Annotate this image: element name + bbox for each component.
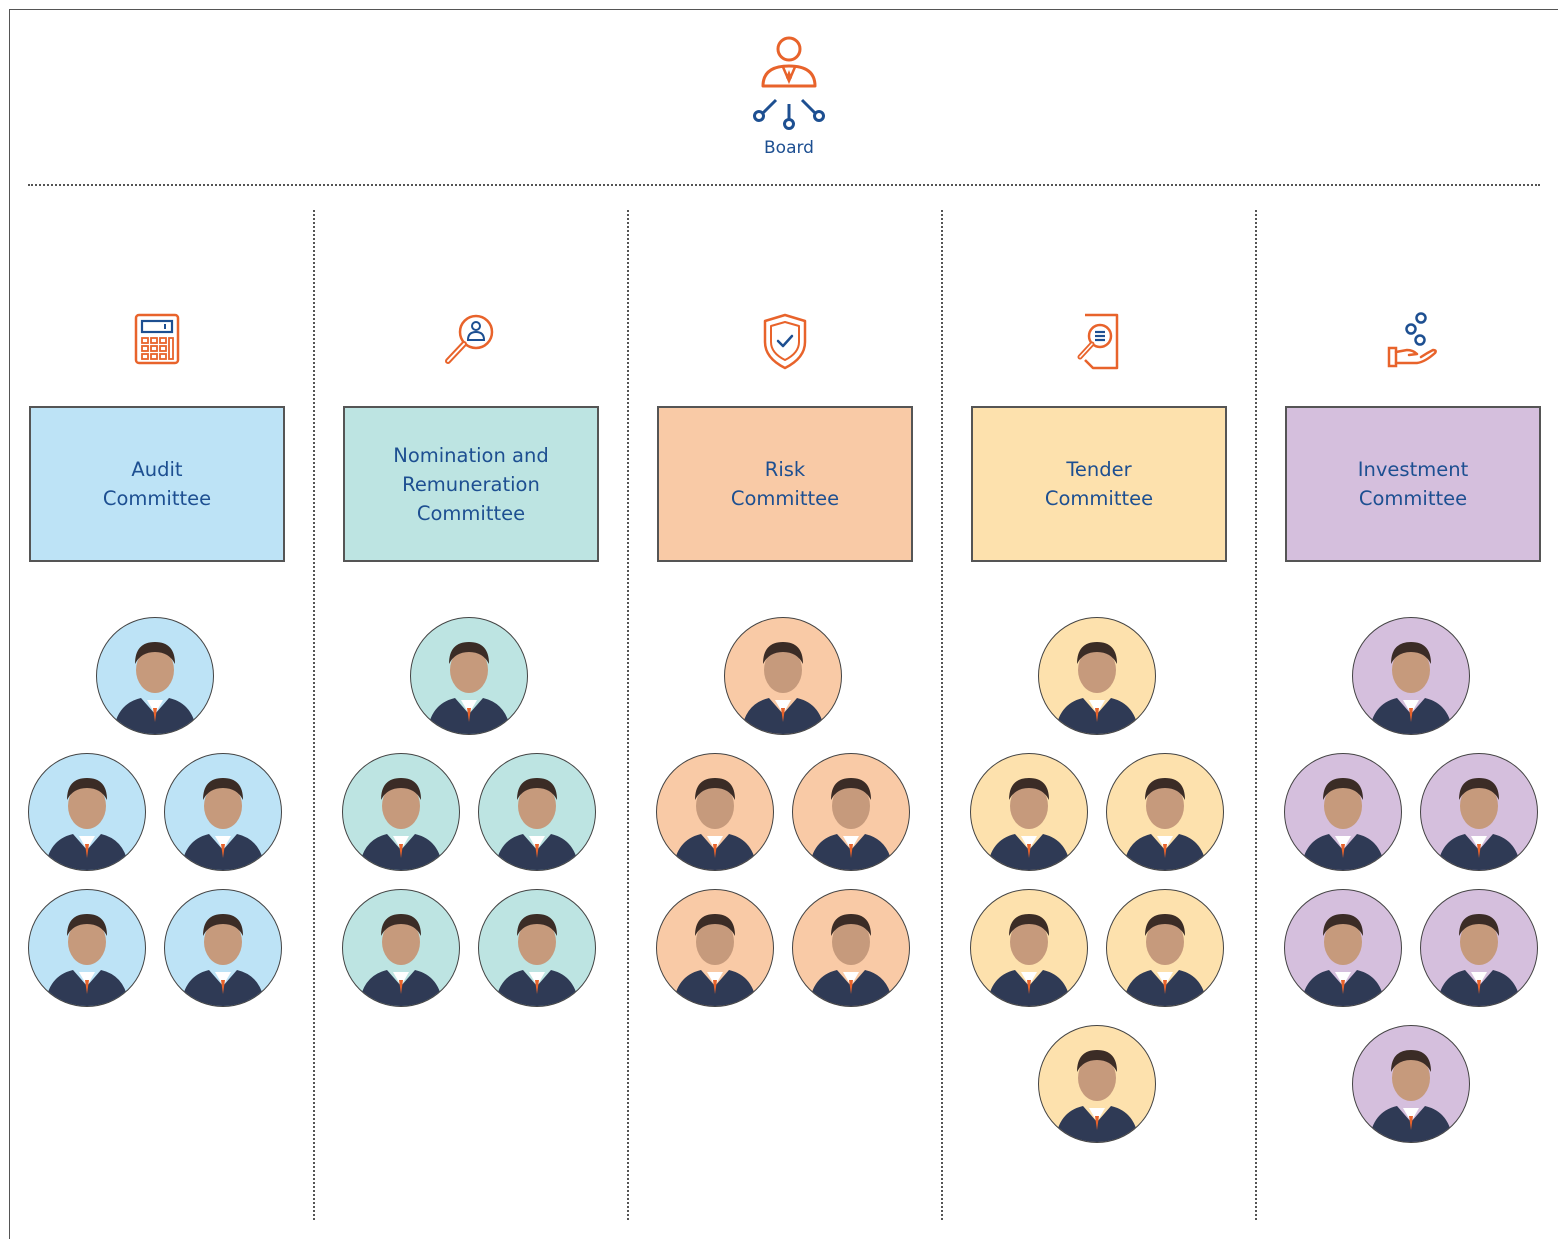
member-portrait xyxy=(656,753,774,871)
person-portrait-icon xyxy=(1123,914,1207,1006)
member-portrait xyxy=(1420,889,1538,1007)
member-portrait xyxy=(410,617,528,735)
person-portrait-icon xyxy=(1055,1050,1139,1142)
member-portrait xyxy=(1284,889,1402,1007)
member-portrait xyxy=(1038,617,1156,735)
committee-column-tender: Tender Committee xyxy=(970,310,1227,1210)
member-portrait xyxy=(28,753,146,871)
document-search-icon xyxy=(1077,313,1119,370)
committee-title: Tender Committee xyxy=(1044,458,1154,510)
committee-title: Nomination and Remuneration Committee xyxy=(393,443,549,525)
board-label: Board xyxy=(764,138,814,158)
member-portrait xyxy=(1106,753,1224,871)
member-portrait xyxy=(478,753,596,871)
committee-column-risk: Risk Committee xyxy=(656,310,913,1210)
person-portrait-icon xyxy=(359,914,443,1006)
member-portrait xyxy=(1352,1025,1470,1143)
person-portrait-icon xyxy=(1055,642,1139,734)
member-portrait xyxy=(1352,617,1470,735)
member-portrait xyxy=(656,889,774,1007)
member-portrait xyxy=(342,753,460,871)
committee-box-investment: Investment Committee xyxy=(1285,406,1541,562)
person-portrait-icon xyxy=(1437,914,1521,1006)
board-node: Board xyxy=(730,34,848,158)
member-portrait xyxy=(1038,1025,1156,1143)
member-portrait xyxy=(28,889,146,1007)
committee-box-tender: Tender Committee xyxy=(971,406,1227,562)
member-portrait xyxy=(1106,889,1224,1007)
calculator-icon xyxy=(134,313,180,365)
person-portrait-icon xyxy=(113,642,197,734)
committee-column-nomination: Nomination and Remuneration Committee xyxy=(342,310,599,1210)
member-portrait xyxy=(164,889,282,1007)
person-portrait-icon xyxy=(495,778,579,870)
member-portrait xyxy=(96,617,214,735)
person-portrait-icon xyxy=(1369,642,1453,734)
member-portrait xyxy=(342,889,460,1007)
column-divider xyxy=(941,210,943,1220)
column-divider xyxy=(1255,210,1257,1220)
person-portrait-icon xyxy=(809,778,893,870)
committee-box-audit: Audit Committee xyxy=(29,406,285,562)
member-portrait xyxy=(970,753,1088,871)
person-portrait-icon xyxy=(741,642,825,734)
person-portrait-icon xyxy=(673,914,757,1006)
member-portrait xyxy=(724,617,842,735)
committee-title: Investment Committee xyxy=(1357,458,1469,510)
person-portrait-icon xyxy=(45,778,129,870)
shield-check-icon xyxy=(763,313,807,370)
person-portrait-icon xyxy=(181,914,265,1006)
diagram-frame xyxy=(9,9,1558,1239)
committee-title: Risk Committee xyxy=(730,458,840,510)
person-portrait-icon xyxy=(495,914,579,1006)
member-portrait xyxy=(792,753,910,871)
magnifier-person-icon xyxy=(445,314,494,364)
person-portrait-icon xyxy=(45,914,129,1006)
committee-title: Audit Committee xyxy=(102,458,212,510)
committee-column-audit: Audit Committee xyxy=(28,310,285,1210)
person-portrait-icon xyxy=(427,642,511,734)
member-portrait xyxy=(478,889,596,1007)
person-portrait-icon xyxy=(1123,778,1207,870)
person-portrait-icon xyxy=(181,778,265,870)
member-portrait xyxy=(792,889,910,1007)
person-portrait-icon xyxy=(1301,778,1385,870)
committee-box-risk: Risk Committee xyxy=(657,406,913,562)
committee-box-nomination: Nomination and Remuneration Committee xyxy=(343,406,599,562)
person-portrait-icon xyxy=(1301,914,1385,1006)
member-portrait xyxy=(1284,753,1402,871)
member-portrait xyxy=(1420,753,1538,871)
member-portrait xyxy=(970,889,1088,1007)
person-portrait-icon xyxy=(1437,778,1521,870)
person-portrait-icon xyxy=(673,778,757,870)
column-divider xyxy=(627,210,629,1220)
person-portrait-icon xyxy=(359,778,443,870)
person-portrait-icon xyxy=(809,914,893,1006)
person-portrait-icon xyxy=(987,778,1071,870)
board-divider xyxy=(28,184,1540,186)
column-divider xyxy=(313,210,315,1220)
person-portrait-icon xyxy=(987,914,1071,1006)
board-network-person-icon xyxy=(753,36,825,130)
member-portrait xyxy=(164,753,282,871)
person-portrait-icon xyxy=(1369,1050,1453,1142)
hand-coins-icon xyxy=(1387,312,1437,368)
committee-column-investment: Investment Committee xyxy=(1284,310,1541,1210)
